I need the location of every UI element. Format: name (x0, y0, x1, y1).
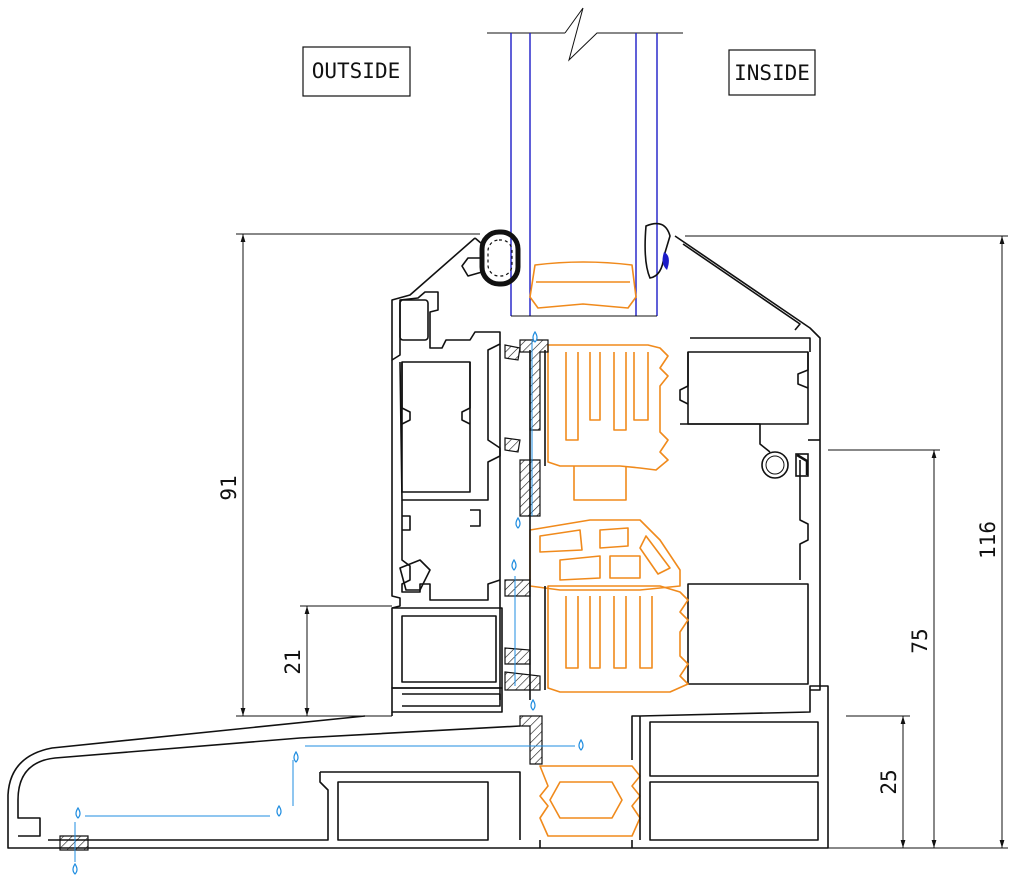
dim-75: 75 (908, 628, 932, 653)
dimension-labels: 91 21 116 75 25 (217, 475, 1000, 794)
central-seals (59, 339, 549, 851)
outer-glazing-gasket (461, 229, 521, 287)
outside-label: OUTSIDE (302, 46, 411, 97)
sash-inner-profile (674, 235, 821, 691)
thermal-break-middle (529, 519, 681, 591)
frame-core-lines (499, 344, 546, 700)
sill-thermal-break (539, 765, 641, 837)
sill-profile (7, 685, 829, 849)
drainage-path (74, 340, 575, 862)
inner-glazing-gasket (644, 222, 671, 279)
dimension-lines (236, 233, 1008, 849)
thermal-break-lower (547, 585, 689, 693)
svg-text:INSIDE: INSIDE (734, 61, 810, 85)
dim-116: 116 (976, 521, 1000, 559)
svg-text:OUTSIDE: OUTSIDE (312, 59, 401, 83)
frame-outer-profile (391, 360, 503, 713)
sash-seal-gasket (761, 451, 809, 479)
dim-21: 21 (281, 649, 305, 674)
inside-label: INSIDE (728, 49, 816, 96)
dim-25: 25 (877, 769, 901, 794)
water-drop-icons (72, 330, 584, 875)
thermal-break-upper (547, 344, 669, 501)
dim-91: 91 (217, 475, 241, 500)
